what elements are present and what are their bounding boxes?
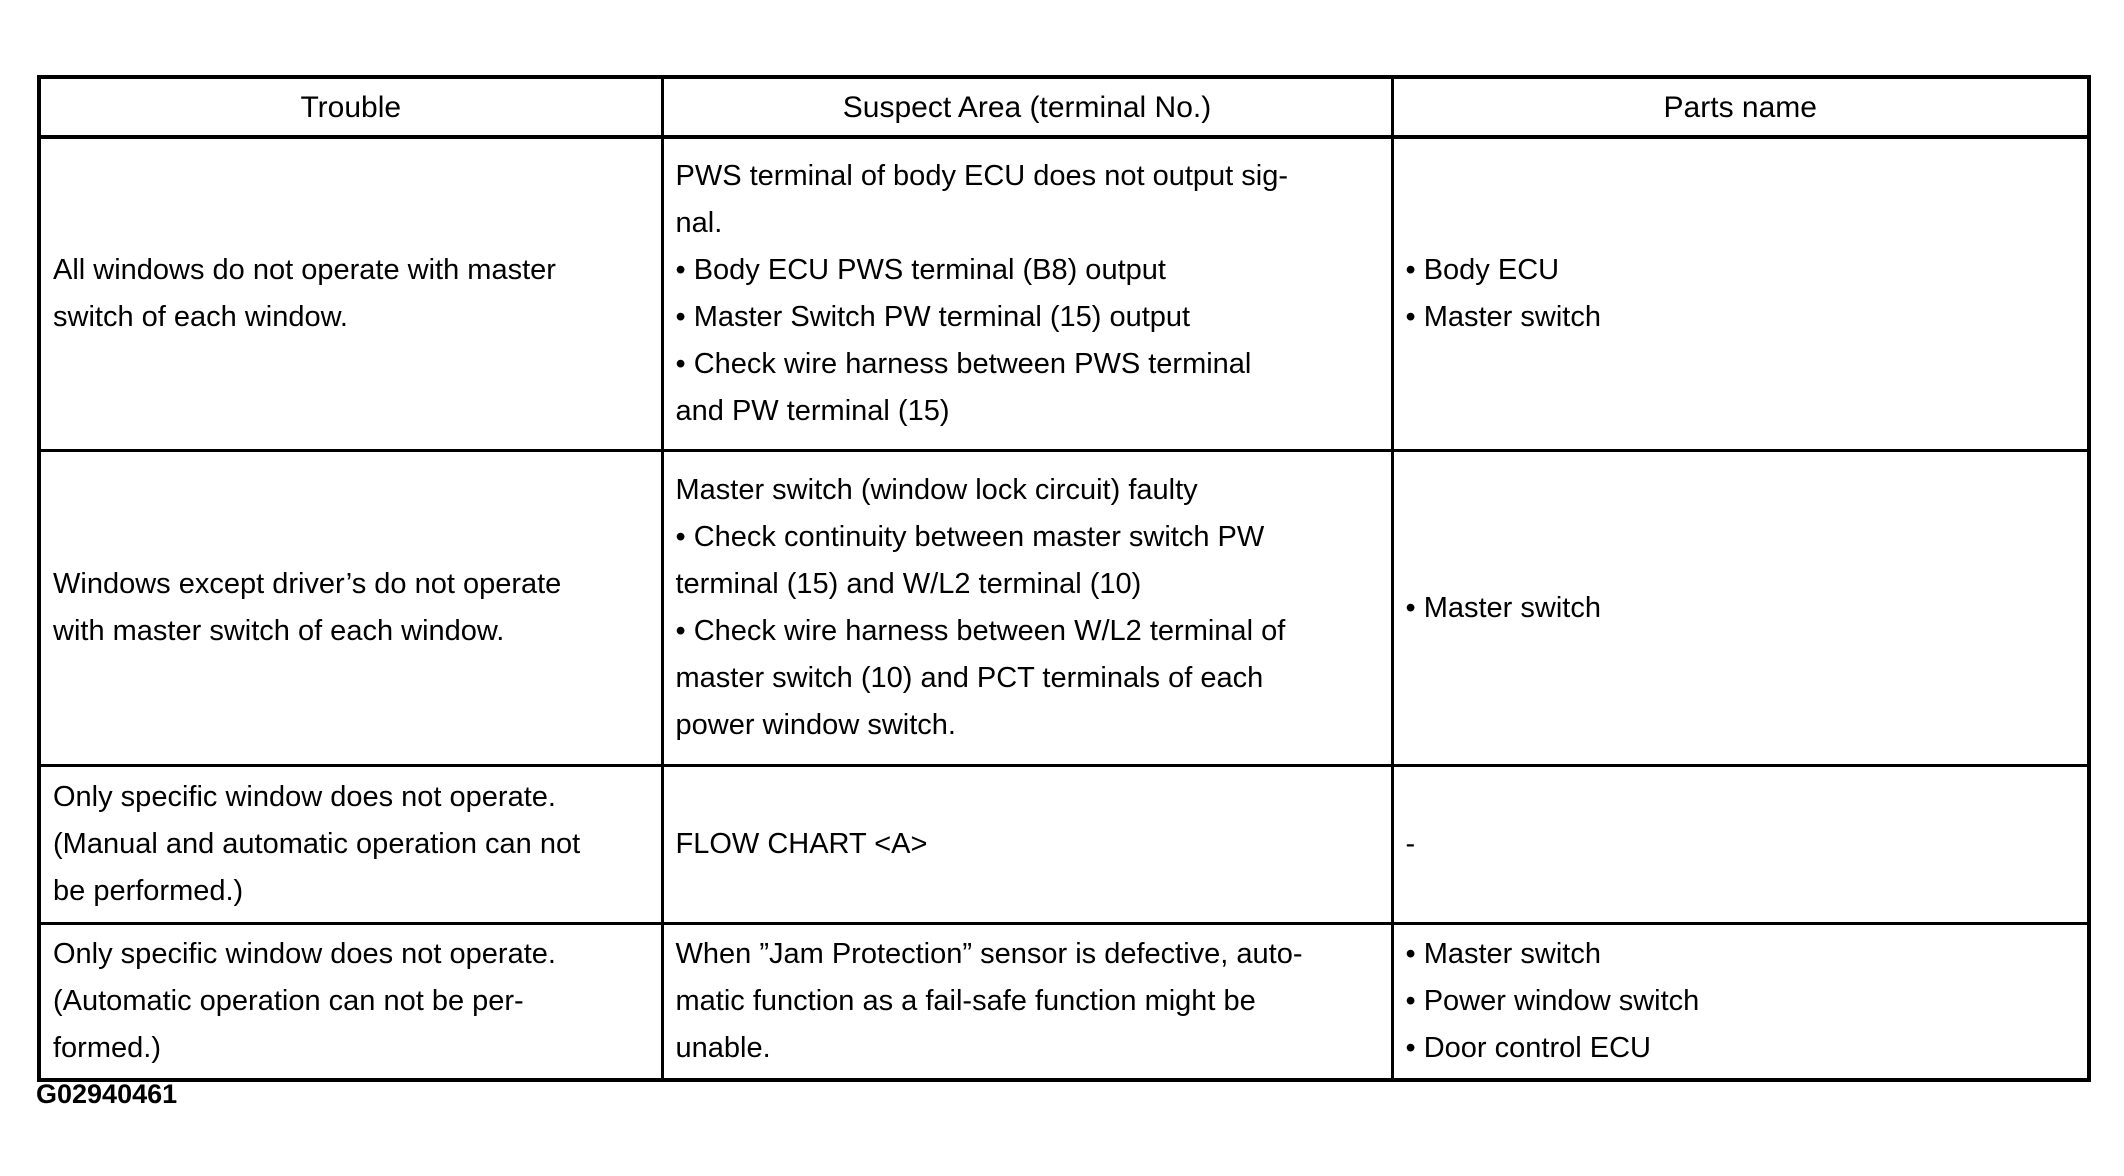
trouble-cell: Only specific window does not operate. (M… — [37, 764, 664, 925]
text-line: and PW terminal (15) — [675, 395, 950, 427]
text-line: terminal (15) and W/L2 terminal (10) — [675, 568, 1142, 600]
text-line: • Body ECU PWS terminal (B8) output — [675, 254, 1166, 286]
table-row: All windows do not operate with master sw… — [37, 135, 2091, 452]
text-line: • Master switch — [1405, 301, 1601, 333]
text-line: • Check wire harness between W/L2 termin… — [675, 615, 1286, 647]
text-line: • Power window switch — [1405, 985, 1700, 1017]
text-line: - — [1405, 828, 1416, 860]
text-line: Master switch (window lock circuit) faul… — [675, 474, 1198, 506]
trouble-cell: Windows except driver’s do not operate wi… — [37, 449, 664, 767]
text-line: unable. — [675, 1032, 771, 1064]
suspect-area-cell: PWS terminal of body ECU does not output… — [660, 135, 1394, 452]
trouble-cell: Only specific window does not operate. (A… — [37, 922, 664, 1082]
text-line: power window switch. — [675, 709, 956, 741]
column-header-suspect-area: Suspect Area (terminal No.) — [660, 75, 1394, 139]
suspect-area-cell: Master switch (window lock circuit) faul… — [660, 449, 1394, 767]
text-line: • Door control ECU — [1405, 1032, 1651, 1064]
table-row: Only specific window does not operate. (A… — [37, 922, 2091, 1082]
column-header-parts-name: Parts name — [1390, 75, 2091, 139]
text-line: (Manual and automatic operation can not — [53, 828, 581, 860]
text-line: with master switch of each window. — [53, 615, 505, 647]
parts-name-cell: - — [1390, 764, 2091, 925]
text-line: • Master Switch PW terminal (15) output — [675, 301, 1191, 333]
table-row: Windows except driver’s do not operate wi… — [37, 449, 2091, 767]
text-line: When ”Jam Protection” sensor is defectiv… — [675, 938, 1303, 970]
text-line: PWS terminal of body ECU does not output… — [675, 160, 1289, 192]
text-line: (Automatic operation can not be per- — [53, 985, 524, 1017]
text-line: • Master switch — [1405, 591, 1601, 624]
table-row: Only specific window does not operate. (M… — [37, 764, 2091, 925]
parts-name-cell: • Master switch — [1390, 449, 2091, 767]
text-line: be performed.) — [53, 875, 244, 907]
figure-id: G02940461 — [36, 1079, 178, 1109]
text-line: Windows except driver’s do not operate — [53, 568, 562, 600]
text-line: • Master switch — [1405, 938, 1601, 970]
parts-name-cell: • Body ECU • Master switch — [1390, 135, 2091, 452]
text-line: • Check wire harness between PWS termina… — [675, 348, 1252, 380]
text-line: All windows do not operate with master — [53, 254, 556, 286]
suspect-area-cell: FLOW CHART <A> — [660, 764, 1394, 925]
text-line: formed.) — [53, 1032, 161, 1064]
text-line: switch of each window. — [53, 301, 348, 333]
parts-name-cell: • Master switch • Power window switch • Do… — [1390, 922, 2091, 1082]
text-line: Only specific window does not operate. — [53, 938, 556, 970]
text-line: • Body ECU — [1405, 254, 1560, 286]
text-line: nal. — [675, 207, 723, 239]
text-line: matic function as a fail-safe function m… — [675, 985, 1256, 1017]
text-line: • Check continuity between master switch… — [675, 521, 1265, 553]
column-header-trouble: Trouble — [37, 75, 664, 139]
text-line: FLOW CHART <A> — [675, 828, 928, 860]
text-line: master switch (10) and PCT terminals of … — [675, 662, 1264, 694]
text-line: Only specific window does not operate. — [53, 781, 556, 813]
trouble-cell: All windows do not operate with master sw… — [37, 135, 664, 452]
suspect-area-cell: When ”Jam Protection” sensor is defectiv… — [660, 922, 1394, 1082]
troubleshooting-table: Trouble Suspect Area (terminal No.) Part… — [37, 75, 2091, 1082]
table-header-row: Trouble Suspect Area (terminal No.) Part… — [37, 75, 2091, 139]
